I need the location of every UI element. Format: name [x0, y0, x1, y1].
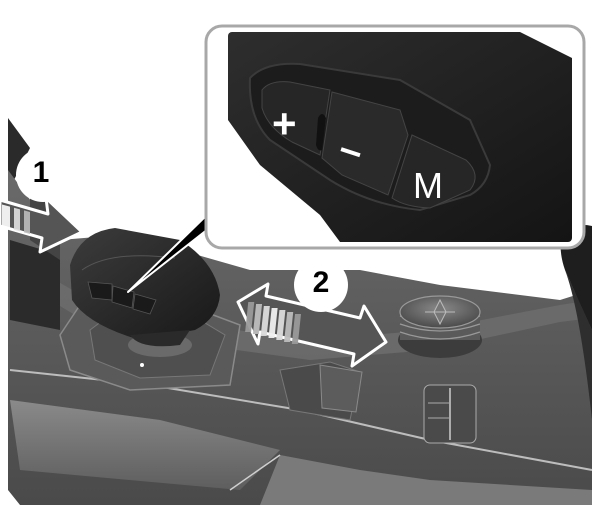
slide-arrow — [236, 282, 388, 368]
manual-label: M — [413, 165, 443, 206]
push-arrow — [0, 196, 84, 254]
callout-2-label: 2 — [312, 266, 330, 299]
right-seat-edge — [560, 224, 592, 420]
rotary-dial[interactable] — [398, 295, 482, 358]
switch-pack[interactable] — [423, 384, 477, 444]
callout-2: 2 — [294, 258, 348, 312]
gear-selector-knob[interactable] — [70, 228, 220, 347]
gear-selector-track[interactable] — [279, 361, 363, 421]
plus-label: + — [272, 100, 297, 147]
manual-mode-button[interactable]: M — [413, 165, 443, 207]
callout-1-label: 1 — [32, 156, 50, 189]
knob-buttons — [87, 281, 157, 315]
left-dash-edge — [8, 118, 30, 180]
inset-detail — [204, 24, 586, 250]
plus-button[interactable]: + — [272, 100, 297, 148]
callout-1: 1 — [16, 148, 70, 202]
